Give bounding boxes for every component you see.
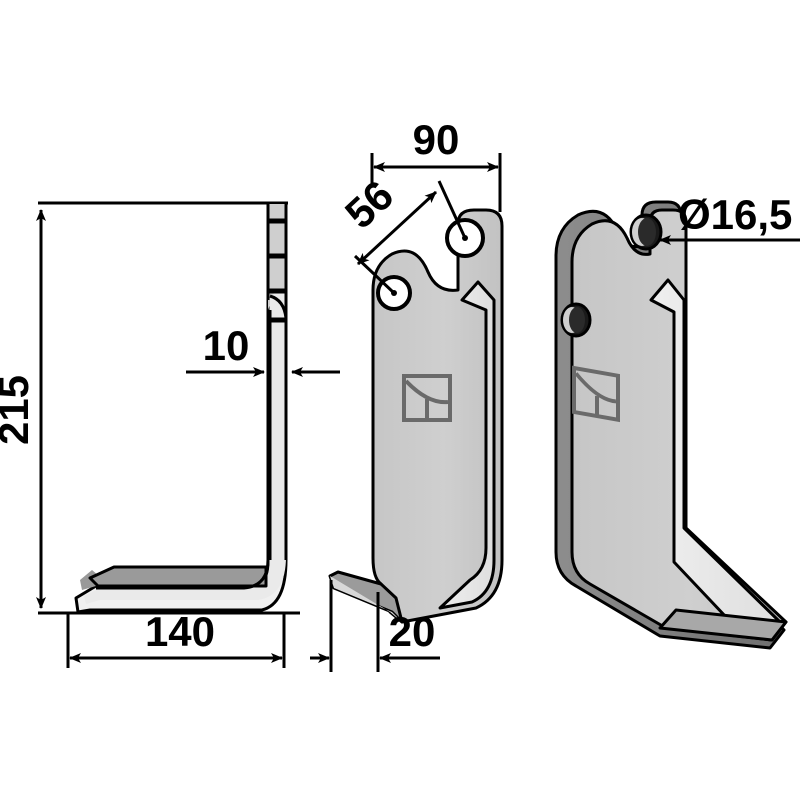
right-hole-lower (560, 302, 592, 338)
dimension-90-label: 90 (413, 116, 460, 163)
right-tip-chamfer (658, 608, 788, 642)
right-manufacturer-stamp (572, 365, 620, 423)
stamp-square (572, 365, 620, 423)
dimension-diameter-label: Ø16,5 (678, 191, 792, 238)
profile-upper-gray-rect (268, 204, 286, 290)
profile-outer-body (74, 202, 288, 614)
dimension-140-label: 140 (145, 608, 215, 655)
left-side-profile-view: 215 140 10 (0, 201, 340, 668)
stamp-curve (404, 379, 449, 405)
right-face-bevel (649, 278, 782, 642)
dimension-140: 140 (66, 608, 286, 668)
dimension-215: 215 (0, 209, 46, 609)
middle-foot-light (330, 576, 402, 622)
stamp-curve (574, 372, 617, 404)
dimension-10: 10 (186, 322, 340, 377)
dimension-20-label: 20 (389, 608, 436, 655)
dimension-10-label: 10 (203, 322, 250, 369)
dimension-90: 90 (370, 116, 502, 212)
right-hole-upper (629, 213, 663, 251)
middle-manufacturer-stamp (402, 374, 452, 422)
dimension-56-label: 56 (336, 171, 402, 237)
stamp-square (402, 374, 452, 422)
middle-front-flat-view: 90 56 20 (310, 116, 504, 672)
dimension-215-label: 215 (0, 375, 37, 445)
dimension-diameter-16-5: Ø16,5 (659, 191, 800, 245)
profile-foot-dark-band (88, 565, 268, 588)
dimension-20: 20 (310, 580, 440, 672)
right-isometric-view: Ø16,5 (554, 191, 800, 650)
profile-lower-light-strip (84, 292, 286, 604)
profile-inner-corner-curve (96, 559, 270, 590)
middle-blade-body (371, 208, 504, 624)
middle-blade-bevel (438, 280, 496, 610)
dimension-56-line (356, 190, 438, 266)
dimension-56-leader-upper (437, 180, 467, 239)
